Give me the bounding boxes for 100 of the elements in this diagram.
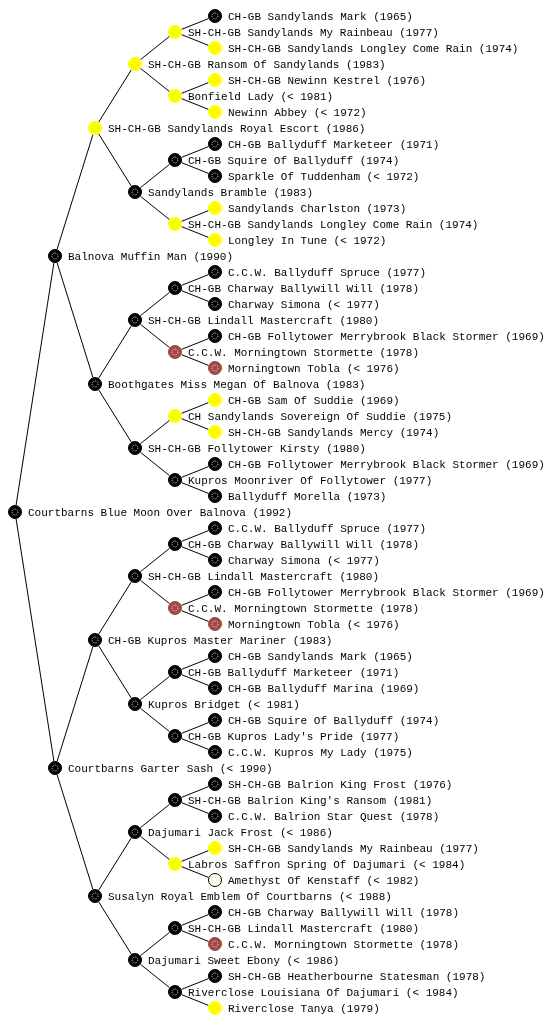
pedigree-line (139, 35, 171, 61)
dog-name: Kupros Bridget (< 1981) (148, 699, 300, 712)
pedigree-line (56, 134, 94, 250)
pedigree-line (181, 786, 209, 798)
pedigree-line (181, 146, 209, 158)
pedigree-line (139, 931, 171, 957)
dog-name: SH-CH-GB Balrion King's Ransom (1981) (188, 795, 433, 808)
dog-name: C.C.W. Ballyduff Spruce (1977) (228, 267, 427, 280)
pedigree-line (181, 658, 209, 670)
pedigree-line (181, 402, 209, 414)
pedigree-line (181, 866, 209, 878)
dog-name: CH-GB Kupros Lady's Pride (1977) (188, 731, 400, 744)
dog-name: SH-CH-GB Newinn Kestrel (1976) (228, 75, 427, 88)
pedigree-line (139, 291, 171, 317)
pedigree-line (181, 162, 209, 174)
dog-name: Newinn Abbey (< 1972) (228, 107, 367, 120)
pedigree-line (98, 389, 132, 443)
pedigree-line (139, 323, 171, 349)
dog-name: CH-GB Follytower Merrybrook Black Stormer (1969) (228, 459, 545, 472)
pedigree-line (181, 18, 209, 30)
pedigree-line (98, 901, 132, 955)
pedigree-line (98, 645, 132, 699)
pedigree-line (181, 738, 209, 750)
dog-name: Sandylands Bramble (1983) (148, 187, 314, 200)
dog-name: Charway Simona (< 1977) (228, 555, 380, 568)
pedigree-line (181, 418, 209, 430)
pedigree-line (139, 835, 171, 861)
pedigree-line (181, 274, 209, 286)
dog-name: CH-GB Squire Of Ballyduff (1974) (188, 155, 400, 168)
pedigree-line (181, 994, 209, 1006)
dog-name: Susalyn Royal Emblem Of Courtbarns (< 1988) (108, 891, 392, 904)
pedigree-line (181, 226, 209, 238)
pedigree-line (139, 195, 171, 221)
dog-name: Boothgates Miss Megan Of Balnova (1983) (108, 379, 366, 392)
pedigree-line (98, 69, 132, 123)
pedigree-line (181, 210, 209, 222)
pedigree-line (181, 354, 209, 366)
pedigree-line (181, 978, 209, 990)
pedigree-line (181, 722, 209, 734)
pedigree-line (139, 707, 171, 733)
dog-name: CH-GB Ballyduff Marketeer (1971) (188, 667, 400, 680)
pedigree-line (181, 82, 209, 94)
pedigree-line (181, 594, 209, 606)
pedigree-line (181, 674, 209, 686)
pedigree-line (139, 451, 171, 477)
pedigree-line (139, 803, 171, 829)
pedigree-line (181, 930, 209, 942)
dog-name: SH-CH-GB Lindall Mastercraft (1980) (148, 315, 380, 328)
dog-name: CH-GB Sandylands Mark (1965) (228, 651, 413, 664)
dog-name: Courtbarns Garter Sash (< 1990) (68, 763, 273, 776)
dog-name: Morningtown Tobla (< 1976) (228, 619, 400, 632)
pedigree-line (98, 325, 132, 379)
pedigree-line (139, 675, 171, 701)
pedigree-line (181, 914, 209, 926)
dog-name: CH-GB Ballyduff Marina (1969) (228, 683, 420, 696)
dog-name: CH-GB Charway Ballywill Will (1978) (228, 907, 460, 920)
dog-name: SH-CH-GB Sandylands Longley Come Rain (1974) (188, 219, 479, 232)
dog-name: Riverclose Tanya (1979) (228, 1003, 380, 1016)
dog-name: SH-CH-GB Sandylands My Rainbeau (1977) (188, 27, 439, 40)
dog-name: Balnova Muffin Man (1990) (68, 251, 234, 264)
dog-name: CH-GB Sandylands Mark (1965) (228, 11, 413, 24)
pedigree-line (56, 262, 94, 378)
dog-name: SH-CH-GB Sandylands My Rainbeau (1977) (228, 843, 479, 856)
dog-name: Dajumari Jack Frost (< 1986) (148, 827, 333, 840)
dog-name: Sparkle Of Tuddenham (< 1972) (228, 171, 420, 184)
pedigree-line (139, 579, 171, 605)
dog-name: Sandylands Charlston (1973) (228, 203, 407, 216)
pedigree-line (181, 610, 209, 622)
pedigree-line (181, 802, 209, 814)
dog-name: CH-GB Follytower Merrybrook Black Stormer (1969) (228, 587, 545, 600)
dog-name: C.C.W. Balrion Star Quest (1978) (228, 811, 440, 824)
pedigree-line (56, 774, 94, 890)
pedigree-line (98, 581, 132, 635)
pedigree-line (181, 530, 209, 542)
dog-name: Courtbarns Blue Moon Over Balnova (1992) (28, 507, 293, 520)
dog-name: SH-CH-GB Ransom Of Sandylands (1983) (148, 59, 386, 72)
dog-name: SH-CH-GB Lindall Mastercraft (1980) (148, 571, 380, 584)
pedigree-line (181, 98, 209, 110)
pedigree-line (181, 34, 209, 46)
dog-name: CH-GB Ballyduff Marketeer (1971) (228, 139, 440, 152)
pedigree-line (139, 963, 171, 989)
dog-name: Kupros Moonriver Of Follytower (1977) (188, 475, 433, 488)
dog-name: CH-GB Kupros Master Mariner (1983) (108, 635, 333, 648)
pedigree-line (15, 518, 55, 762)
dog-name: CH-GB Squire Of Ballyduff (1974) (228, 715, 440, 728)
pedigree-line (56, 646, 94, 762)
pedigree-line (98, 837, 132, 891)
pedigree-line (139, 547, 171, 573)
dog-name: Amethyst Of Kenstaff (< 1982) (228, 875, 420, 888)
dog-name: C.C.W. Kupros My Lady (1975) (228, 747, 413, 760)
dog-name: Riverclose Louisiana Of Dajumari (< 1984) (188, 987, 459, 1000)
dog-name: SH-CH-GB Sandylands Mercy (1974) (228, 427, 440, 440)
dog-name: SH-CH-GB Sandylands Longley Come Rain (1974) (228, 43, 519, 56)
dog-name: CH-GB Sam Of Suddie (1969) (228, 395, 400, 408)
dog-name: Ballyduff Morella (1973) (228, 491, 387, 504)
dog-name: SH-CH-GB Follytower Kirsty (1980) (148, 443, 366, 456)
dog-name: SH-CH-GB Lindall Mastercraft (1980) (188, 923, 420, 936)
dog-name: SH-CH-GB Sandylands Royal Escort (1986) (108, 123, 366, 136)
pedigree-line (139, 419, 171, 445)
dog-name: CH-GB Charway Ballywill Will (1978) (188, 283, 420, 296)
